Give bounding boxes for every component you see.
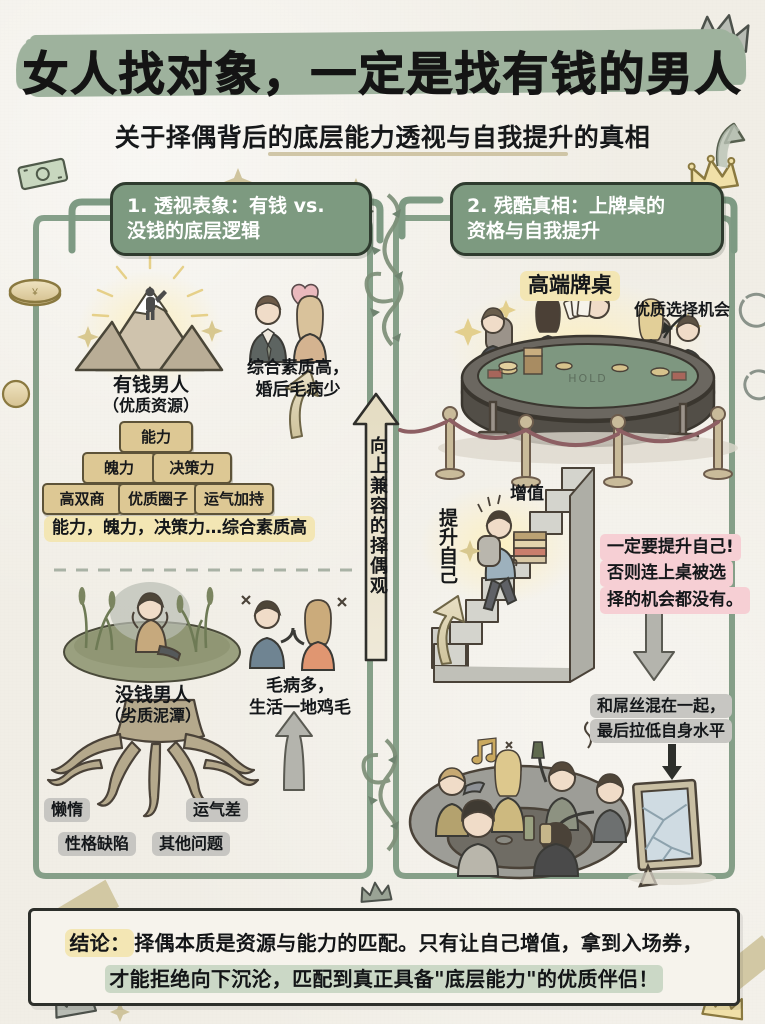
conclusion-line-2-text: 才能拒绝向下沉沦，匹配到真正具备"底层能力"的优质伴侣！ — [105, 965, 663, 993]
root-tag-2: 性格缺陷 — [58, 832, 137, 856]
climbing-man-icon — [459, 494, 547, 612]
premium-table-text: 高端牌桌 — [520, 271, 620, 301]
coin-icon-small — [1, 379, 31, 409]
center-up-arrow — [352, 392, 400, 662]
rich-man-sublabel: （优质资源） — [102, 396, 199, 415]
panel-2-heading-line2: 资格与自我提升 — [467, 219, 601, 242]
root-tag-3: 其他问题 — [152, 832, 231, 856]
root-tag-3-text: 其他问题 — [152, 832, 231, 856]
mountain-icon — [74, 252, 224, 372]
premium-table-label: 高端牌桌 — [500, 271, 640, 301]
root-tag-2-text: 性格缺陷 — [58, 832, 137, 856]
root-tag-0-text: 懒惰 — [44, 798, 91, 822]
pyramid-tier2-chip-0: 魄力 — [82, 452, 156, 484]
svg-text:￥: ￥ — [30, 288, 39, 298]
ring-doodle-icon — [738, 292, 765, 401]
improve-self-vertical-label: 提升自己 — [436, 508, 458, 584]
panel-2-heading: 2. 残酷真相：上牌桌的 资格与自我提升 — [450, 182, 724, 257]
happy-couple-icon — [248, 283, 328, 363]
panel-1-heading: 1. 透视表象：有钱 vs. 没钱的底层逻辑 — [110, 182, 372, 257]
root-tag-0: 懒惰 — [44, 798, 91, 822]
velvet-rope-icon — [398, 406, 733, 488]
up-arrow-stairs-icon — [433, 595, 465, 665]
coin-icon-left: ￥ — [8, 278, 62, 307]
value-up-label: 增值 — [510, 484, 544, 504]
subtitle-underline — [268, 152, 568, 156]
conclusion-line-1-rest: 择偶本质是资源与能力的匹配。只有让自己增值，拿到入场券， — [134, 931, 703, 955]
panel-2-heading-line1: 2. 残酷真相：上牌桌的 — [467, 195, 666, 217]
downgrade-line-1: 和屌丝混在一起， — [590, 694, 733, 718]
party-scene-icon — [408, 721, 632, 880]
root-tag-1-text: 运气差 — [186, 798, 249, 822]
pyramid-tier2-chip-1: 决策力 — [152, 452, 232, 484]
svg-text:HOLD: HOLD — [568, 372, 608, 385]
arguing-couple-icon — [241, 595, 347, 671]
banknote-icon — [17, 157, 69, 191]
down-arrow-gray-icon — [633, 603, 675, 681]
mountain-glow — [78, 270, 222, 390]
warning-line-2: 否则连上桌被选 — [600, 560, 733, 588]
good-couple-label-line1: 综合素质高， — [247, 358, 349, 378]
pyramid-tier1-chip-0: 能力 — [119, 421, 193, 453]
downgrade-line-2: 最后拉低自身水平 — [590, 718, 733, 743]
warning-line-3: 择的机会都没有。 — [600, 586, 750, 614]
page-subtitle: 关于择偶背后的底层能力透视与自我提升的真相 — [114, 123, 651, 152]
conclusion-label: 结论： — [65, 929, 135, 957]
cracked-mirror-icon — [628, 778, 716, 888]
bad-couple-label-line2: 生活一地鸡毛 — [249, 698, 351, 718]
warning-callout: 一定要提升自己! 否则连上桌被选 择的机会都没有。 — [600, 534, 750, 614]
panel-1-heading-line2: 没钱的底层逻辑 — [127, 219, 261, 242]
poor-man-sublabel: （劣质泥潭） — [104, 706, 201, 725]
quality-choice-annotation: 优质选择机会 — [634, 300, 731, 319]
center-vertical-text: 向上兼容的择偶观 — [367, 436, 388, 596]
page-title: 女人找对象，一定是找有钱的男人 — [22, 46, 743, 101]
good-couple-label-line2: 婚后毛病少 — [255, 380, 341, 400]
bad-couple-label-line1: 毛病多， — [266, 676, 334, 696]
root-tag-1: 运气差 — [186, 798, 249, 822]
pyramid-summary-text: 能力，魄力，决策力…综合素质高 — [44, 516, 315, 542]
panel-1-heading-line1: 1. 透视表象：有钱 vs. — [127, 195, 325, 217]
rich-man-label: 有钱男人 — [112, 374, 189, 396]
downgrade-callout: 和屌丝混在一起， 最后拉低自身水平 — [590, 694, 754, 744]
pyramid-tier3-chip-2: 运气加持 — [194, 483, 274, 515]
sparkle-icon — [110, 168, 366, 1022]
conclusion-line-1: 结论：择偶本质是资源与能力的匹配。只有让自己增值，拿到入场券， — [31, 927, 737, 957]
crown-small-icon — [360, 881, 393, 903]
pyramid-tier3-chip-1: 优质圈子 — [118, 483, 198, 515]
warning-line-1: 一定要提升自己! — [600, 534, 741, 561]
swamp-scene-icon — [63, 582, 241, 683]
down-arrow-small-icon — [662, 744, 682, 780]
annotation-arrow-icon — [662, 322, 673, 334]
conclusion-line-2: 才能拒绝向下沉沦，匹配到真正具备"底层能力"的优质伴侣！ — [31, 963, 737, 993]
title-banner: 女人找对象，一定是找有钱的男人 — [0, 24, 765, 104]
conclusion-box: 结论：择偶本质是资源与能力的匹配。只有让自己增值，拿到入场券， 才能拒绝向下沉沦… — [28, 908, 740, 1006]
pyramid-summary: 能力，魄力，决策力…综合素质高 — [44, 516, 344, 542]
up-arrow-gray-icon — [275, 711, 313, 791]
pyramid-tier3-chip-0: 高双商 — [42, 483, 122, 515]
poor-man-label: 没钱男人 — [114, 684, 191, 706]
